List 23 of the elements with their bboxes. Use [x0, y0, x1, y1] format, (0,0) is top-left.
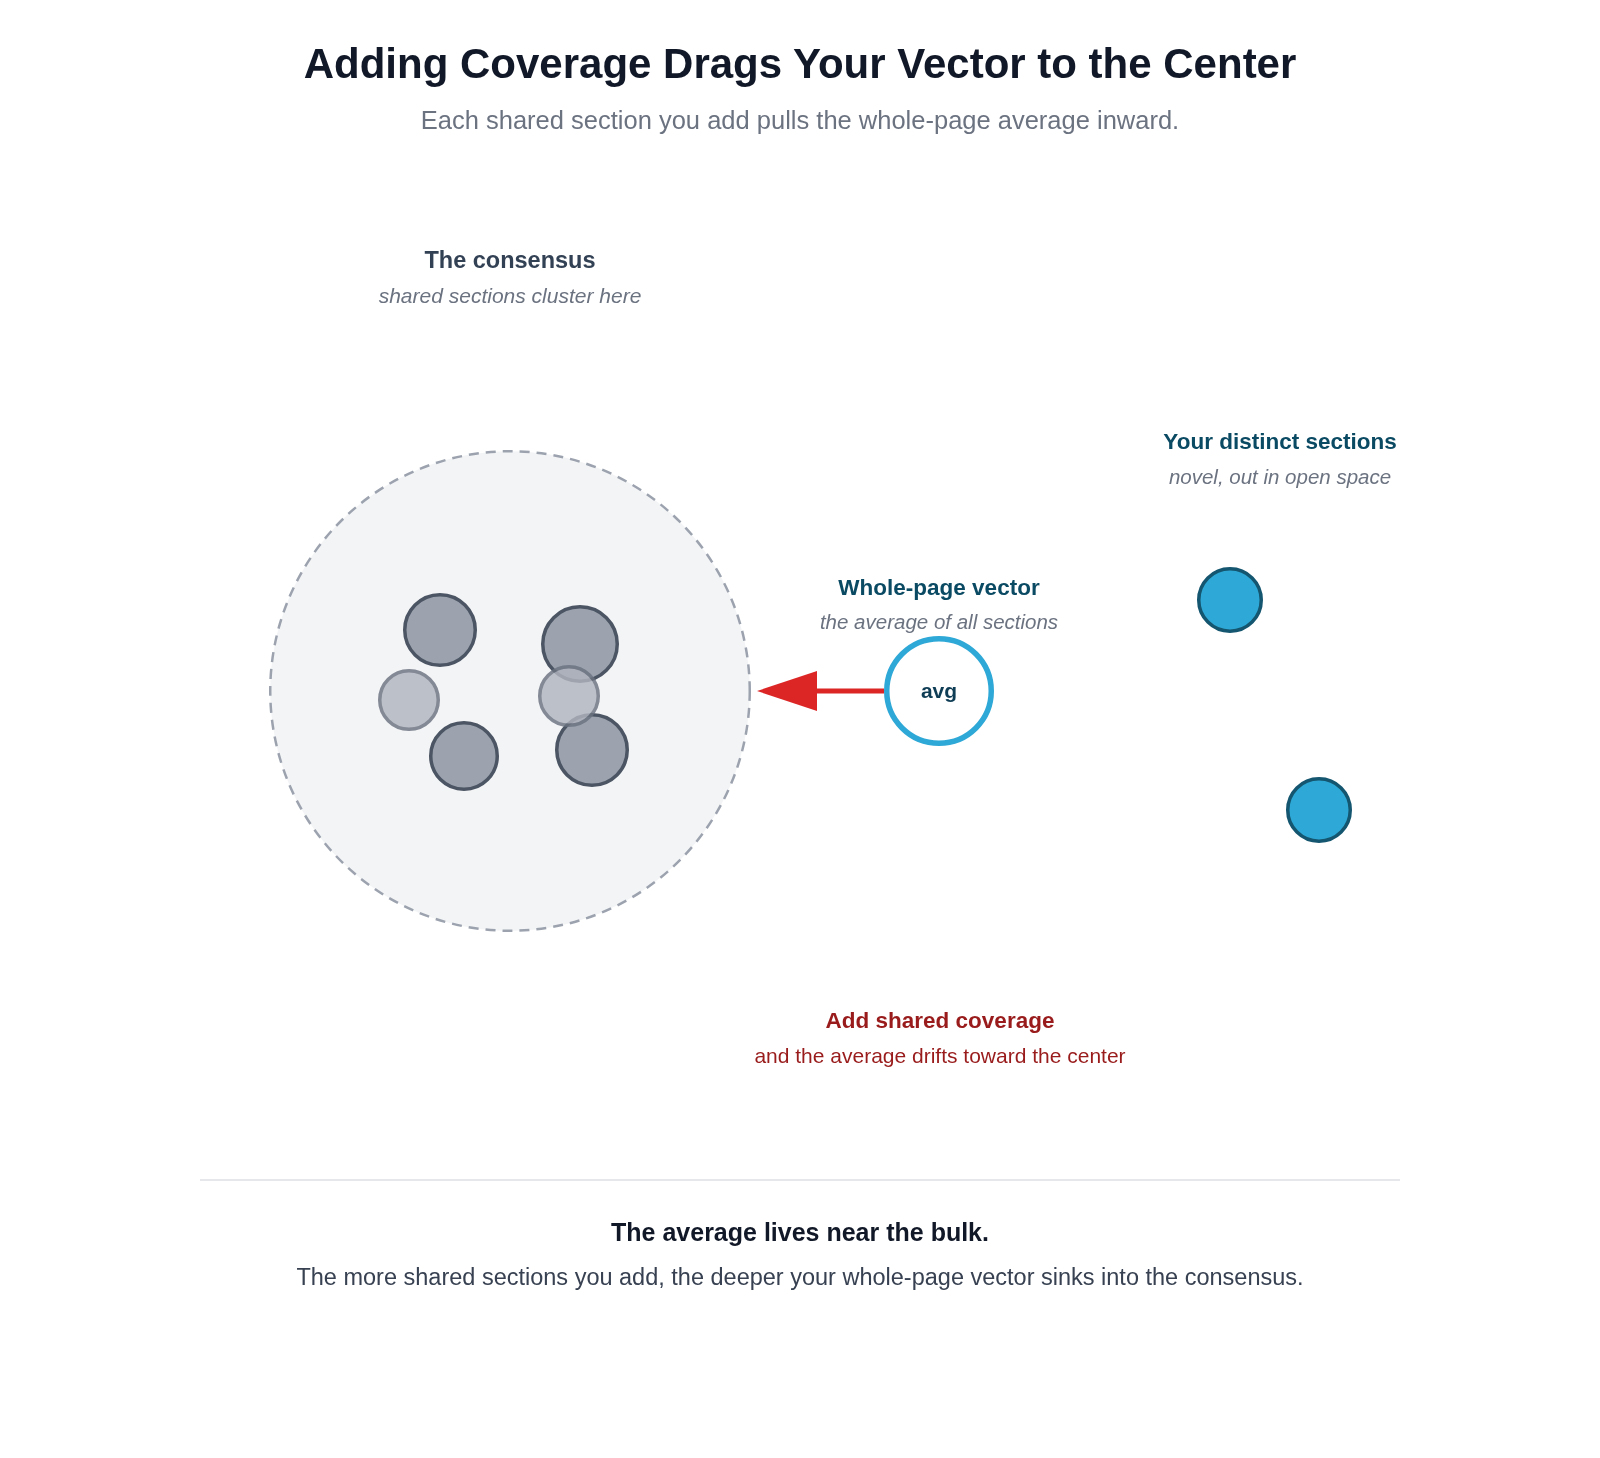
node-label: avg [920, 678, 958, 704]
section-dot [538, 665, 600, 727]
section-dot [429, 721, 499, 791]
consensus-circle [269, 450, 751, 932]
caption-note: the average of all sections [819, 610, 1059, 634]
callout-note: and the average drifts toward the center [754, 1043, 1126, 1069]
title: Adding Coverage Drags Your Vector to the Center [303, 39, 1297, 89]
section-dot [555, 713, 629, 787]
section-dot [1286, 777, 1352, 843]
caption-heading: The consensus [424, 247, 596, 275]
vector-circle [884, 636, 994, 746]
group-heading: Your distinct sections [1163, 429, 1397, 455]
arrow [757, 671, 884, 711]
section-dot [1197, 567, 1263, 633]
subtitle: Each shared section you add pulls the whole-page average inward. [420, 106, 1180, 136]
summary-text: The more shared sections you add, the deeper your whole-page vector sinks into the consensus. [296, 1264, 1304, 1292]
caption-note: shared sections cluster here [378, 283, 642, 309]
caption-heading: Whole-page vector [838, 575, 1040, 601]
summary-heading: The average lives near the bulk. [611, 1217, 989, 1247]
group-note: novel, out in open space [1168, 465, 1392, 489]
section-dot [378, 669, 440, 731]
section-dot [403, 593, 477, 667]
callout-heading: Add shared coverage [825, 1008, 1055, 1034]
